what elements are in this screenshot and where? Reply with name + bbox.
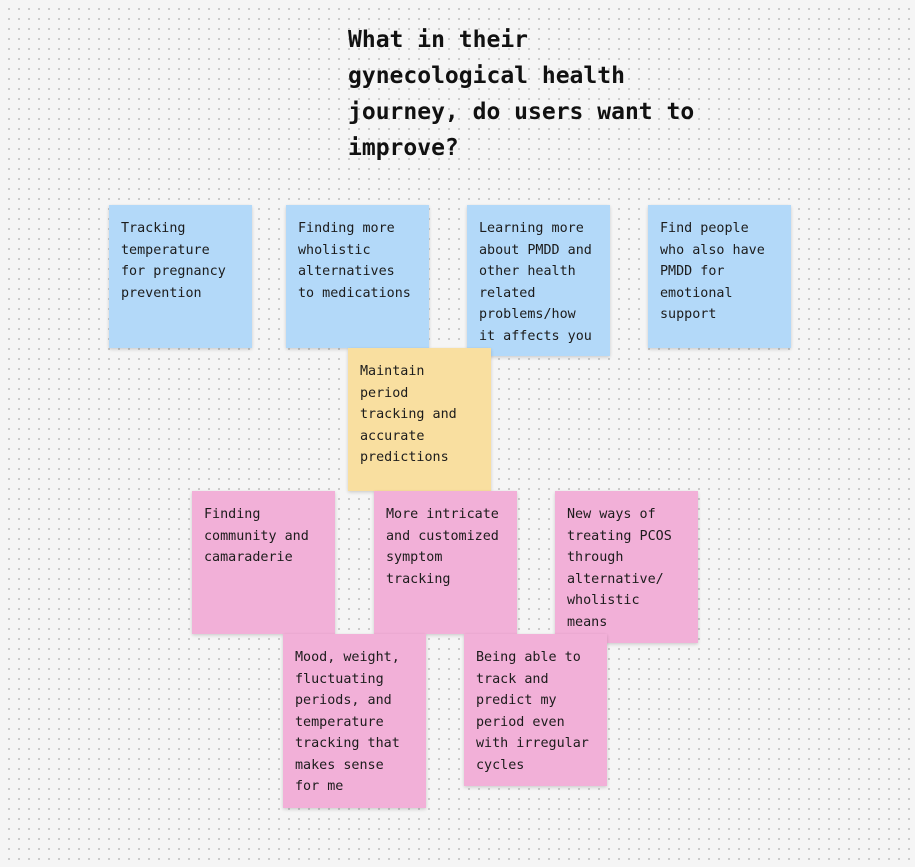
sticky-note-wholistic-alternatives[interactable]: Finding more wholistic alternatives to m…	[286, 205, 429, 348]
sticky-note-finding-community[interactable]: Finding community and camaraderie	[192, 491, 335, 634]
sticky-note-treating-pcos[interactable]: New ways of treating PCOS through altern…	[555, 491, 698, 643]
sticky-note-mood-weight-tracking[interactable]: Mood, weight, fluctuating periods, and t…	[283, 634, 426, 808]
board-title: What in their gynecological health journ…	[348, 27, 695, 161]
sticky-note-irregular-cycles[interactable]: Being able to track and predict my perio…	[464, 634, 607, 786]
sticky-note-learning-pmdd[interactable]: Learning more about PMDD and other healt…	[467, 205, 610, 356]
sticky-note-tracking-temperature[interactable]: Tracking temperature for pregnancy preve…	[109, 205, 252, 348]
sticky-note-intricate-symptom-tracking[interactable]: More intricate and customized symptom tr…	[374, 491, 517, 634]
sticky-note-maintain-period-tracking[interactable]: Maintain period tracking and accurate pr…	[348, 348, 491, 491]
sticky-note-find-people-pmdd[interactable]: Find people who also have PMDD for emoti…	[648, 205, 791, 348]
